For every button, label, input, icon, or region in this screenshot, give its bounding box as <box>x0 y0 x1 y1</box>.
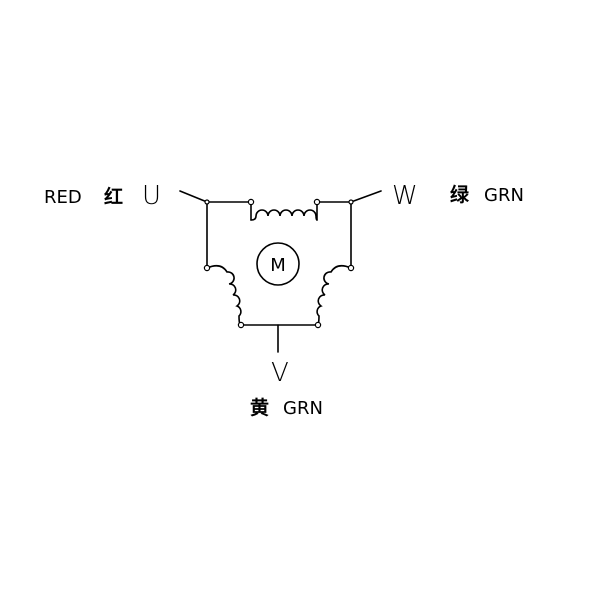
u-lead-wire <box>179 190 208 269</box>
right-coil <box>316 264 352 326</box>
top-coil <box>250 209 318 221</box>
junction-node <box>348 199 354 205</box>
w-color-cn-label: 绿 <box>450 183 470 206</box>
v-terminal-letter: V <box>271 358 289 388</box>
left-coil <box>206 264 242 326</box>
motor-symbol <box>256 242 300 286</box>
coil-terminal-node <box>247 198 255 206</box>
coil-terminal-node <box>313 198 321 206</box>
w-lead-wire <box>350 190 382 269</box>
coil-terminal-node <box>203 264 211 272</box>
coil-terminal-node <box>347 264 355 272</box>
motor-label: M <box>270 255 286 276</box>
v-color-cn-label: 黄 <box>250 396 269 419</box>
coil-terminal-node <box>237 321 245 329</box>
w-color-en-label: GRN <box>484 185 524 206</box>
w-terminal-letter: W <box>392 181 418 211</box>
junction-node <box>204 199 210 205</box>
v-color-en-label: GRN <box>283 398 323 419</box>
u-color-cn-label: 红 <box>104 185 123 208</box>
coil-terminal-node <box>314 321 322 329</box>
u-color-en-label: RED <box>44 187 82 208</box>
u-terminal-letter: U <box>142 181 161 211</box>
